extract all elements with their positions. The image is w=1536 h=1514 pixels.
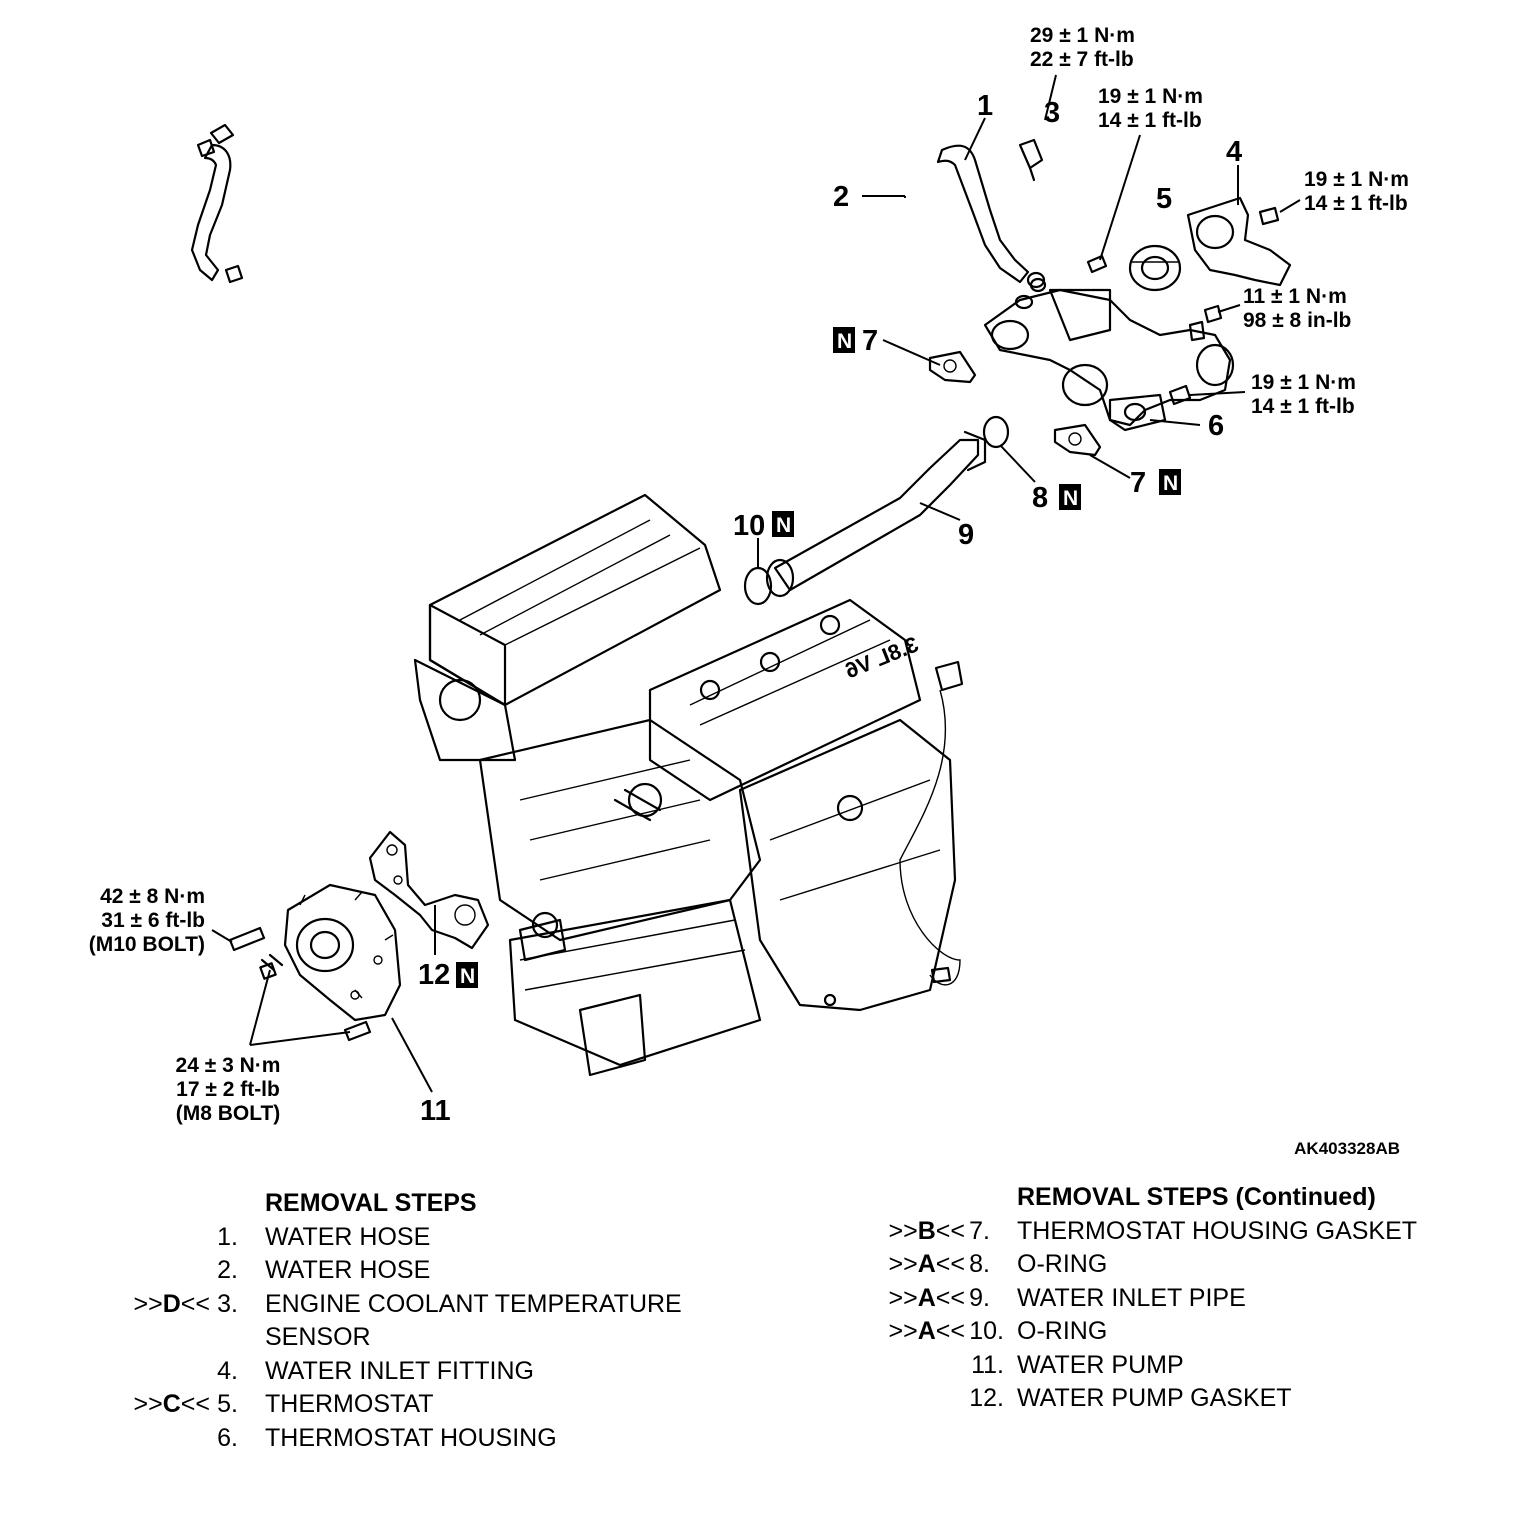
torque-housing-bolt-line2: 14 ± 1 ft-lb (1098, 109, 1202, 132)
exploded-parts-diagram: 3.8L V6 (89, 24, 1409, 1158)
leader-lines (211, 74, 1301, 1093)
torque-pump-m10-line2: 31 ± 6 ft-lb (101, 909, 205, 932)
new-part-badge-7-lower: N (1159, 469, 1181, 495)
figure-id: AK403328AB (1294, 1139, 1400, 1158)
step-row: 12.WATER PUMP GASKET (969, 1384, 1292, 1412)
svg-text:N: N (1163, 472, 1178, 495)
callout-3: 3 (1044, 97, 1060, 129)
svg-text:N: N (1063, 487, 1078, 510)
water-inlet-fitting-part (1186, 196, 1292, 287)
step-row: >>A<<9.WATER INLET PIPE (888, 1283, 1246, 1312)
svg-text:N: N (837, 330, 852, 353)
step-row: >>C<<5.THERMOSTAT (133, 1390, 434, 1418)
svg-text:N: N (776, 514, 791, 537)
callout-1: 1 (977, 90, 993, 122)
coolant-temperature-sensor-part (1018, 138, 1223, 406)
new-part-badges: N N N N N (456, 327, 1181, 988)
torque-fitting-line2: 14 ± 1 ft-lb (1304, 192, 1408, 215)
callout-7-upper: 7 (862, 325, 878, 357)
removal-steps-title: REMOVAL STEPS (265, 1189, 477, 1217)
callout-8: 8 (1032, 482, 1048, 514)
torque-pump-m10-line3: (M10 BOLT) (89, 933, 205, 956)
torque-sensor-line1: 29 ± 1 N·m (1030, 24, 1135, 47)
step-row: >>A<<10.O-RING (888, 1317, 1108, 1345)
callout-labels: 1 2 3 4 5 6 7 7 8 9 10 11 12 (418, 90, 1242, 1127)
torque-pump-m8-line2: 17 ± 2 ft-lb (176, 1078, 280, 1101)
torque-pump-m10-line1: 42 ± 8 N·m (100, 885, 205, 908)
step-row: SENSOR (265, 1323, 371, 1351)
new-part-badge-10: N (772, 511, 794, 537)
callout-12: 12 (418, 959, 450, 991)
torque-fitting-line1: 19 ± 1 N·m (1304, 168, 1409, 191)
torque-pump-m8-line1: 24 ± 3 N·m (176, 1054, 281, 1077)
callout-6: 6 (1208, 410, 1224, 442)
torque-housing-nut-line2: 98 ± 8 in-lb (1243, 309, 1351, 332)
step-row: >>A<<8.O-RING (888, 1250, 1108, 1278)
callout-7-lower: 7 (1130, 467, 1146, 499)
callout-11: 11 (420, 1095, 451, 1127)
torque-housing-nut-line1: 11 ± 1 N·m (1243, 285, 1347, 308)
water-inlet-pipe-part (743, 415, 1010, 606)
new-part-badge-7-upper: N (833, 327, 855, 353)
water-pump-gasket-part (368, 830, 490, 950)
step-row: 4.WATER INLET FITTING (217, 1356, 534, 1385)
step-row: 2.WATER HOSE (217, 1256, 431, 1284)
removal-steps-continued-title: REMOVAL STEPS (Continued) (1017, 1183, 1376, 1211)
thermostat-housing-gasket-parts (928, 350, 1102, 457)
callout-10: 10 (733, 510, 765, 542)
torque-sensor-line2: 22 ± 7 ft-lb (1030, 48, 1134, 71)
water-hose-parts (190, 123, 1046, 289)
step-row: 6.THERMOSTAT HOUSING (217, 1423, 557, 1452)
torque-housing-bolt-line1: 19 ± 1 N·m (1098, 85, 1203, 108)
new-part-badge-8: N (1059, 484, 1081, 510)
callout-2: 2 (833, 181, 849, 213)
torque-housing-lower-line1: 19 ± 1 N·m (1251, 371, 1356, 394)
torque-specs: 29 ± 1 N·m 22 ± 7 ft-lb 19 ± 1 N·m 14 ± … (89, 24, 1409, 1125)
step-row: >>B<<7.THERMOSTAT HOUSING GASKET (888, 1216, 1418, 1245)
water-pump-part (228, 883, 402, 1042)
thermostat-part (1128, 244, 1182, 292)
removal-steps-left: REMOVAL STEPS 1.WATER HOSE 2.WATER HOSE … (0, 1187, 760, 1455)
thermostat-housing-part (983, 277, 1235, 432)
callout-9: 9 (958, 519, 974, 551)
step-row: 1.WATER HOSE (217, 1222, 431, 1251)
step-row: >>D<<3.ENGINE COOLANT TEMPERATURE (133, 1289, 682, 1318)
svg-text:N: N (460, 965, 475, 988)
callout-5: 5 (1156, 183, 1172, 215)
step-row: 11.WATER PUMP (971, 1350, 1184, 1379)
new-part-badge-12: N (456, 962, 478, 988)
engine-label: 3.8L V6 (841, 631, 921, 683)
torque-housing-lower-line2: 14 ± 1 ft-lb (1251, 395, 1355, 418)
torque-pump-m8-line3: (M8 BOLT) (176, 1102, 281, 1125)
removal-steps-right: REMOVAL STEPS (Continued) >>B<<7.THERMOS… (760, 1181, 1530, 1416)
engine-assembly: 3.8L V6 (413, 493, 964, 1077)
callout-4: 4 (1226, 136, 1242, 168)
